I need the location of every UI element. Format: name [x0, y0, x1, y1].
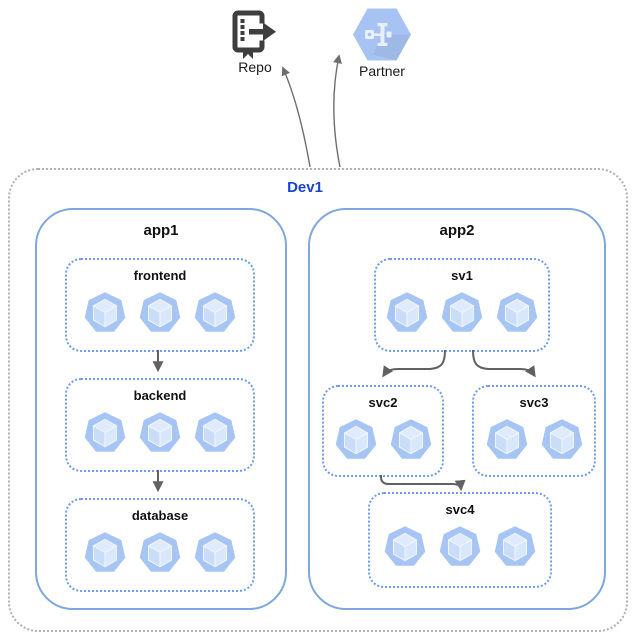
pod-icon: [193, 530, 237, 576]
repo-node-label: Repo: [238, 59, 272, 75]
pods-row: [376, 290, 548, 336]
pod-icon: [83, 410, 127, 456]
pod-icon: [83, 530, 127, 576]
pods-row: [474, 417, 594, 463]
pod-icon: [385, 290, 429, 336]
pod-icon: [138, 410, 182, 456]
pod-icon: [438, 524, 482, 570]
pod-icon: [495, 290, 539, 336]
service-database-label: database: [131, 508, 189, 523]
pods-row: [324, 417, 442, 463]
service-database: database: [65, 498, 255, 592]
service-sv1: sv1: [374, 258, 550, 352]
service-svc4: svc4: [368, 492, 552, 588]
pod-icon: [138, 530, 182, 576]
service-frontend: frontend: [65, 258, 255, 352]
pod-icon: [193, 410, 237, 456]
service-frontend-label: frontend: [133, 268, 187, 283]
group-app2: app2 sv1 svc2 svc3 svc4: [308, 208, 606, 610]
service-svc3: svc3: [472, 385, 596, 477]
dev1-boundary-label: Dev1: [287, 179, 323, 196]
service-backend: backend: [65, 378, 255, 472]
pod-icon: [334, 417, 378, 463]
service-sv1-label: sv1: [451, 268, 473, 283]
pod-icon: [389, 417, 433, 463]
group-app1-label: app1: [143, 222, 179, 239]
edge-dev1-repo: [281, 66, 311, 168]
service-svc2: svc2: [322, 385, 444, 477]
pod-icon: [193, 290, 237, 336]
pod-icon: [138, 290, 182, 336]
pod-icon: [440, 290, 484, 336]
pods-row: [370, 524, 550, 570]
pod-icon: [83, 290, 127, 336]
partner-hexagon-icon: [353, 8, 411, 61]
pod-icon: [493, 524, 537, 570]
source-repository-icon: [232, 10, 276, 59]
pods-row: [67, 530, 253, 576]
group-app2-label: app2: [439, 222, 475, 239]
pods-row: [67, 290, 253, 336]
service-backend-label: backend: [133, 388, 187, 403]
pod-icon: [383, 524, 427, 570]
pods-row: [67, 410, 253, 456]
group-app1: app1 frontend backend database: [35, 208, 287, 610]
pod-icon: [485, 417, 529, 463]
dev1-boundary-box: Dev1 app1 frontend backend database app2…: [8, 168, 628, 632]
service-svc4-label: svc4: [445, 502, 475, 517]
service-svc2-label: svc2: [368, 395, 398, 410]
partner-node-label: Partner: [359, 63, 405, 79]
pod-icon: [540, 417, 584, 463]
service-svc3-label: svc3: [519, 395, 549, 410]
